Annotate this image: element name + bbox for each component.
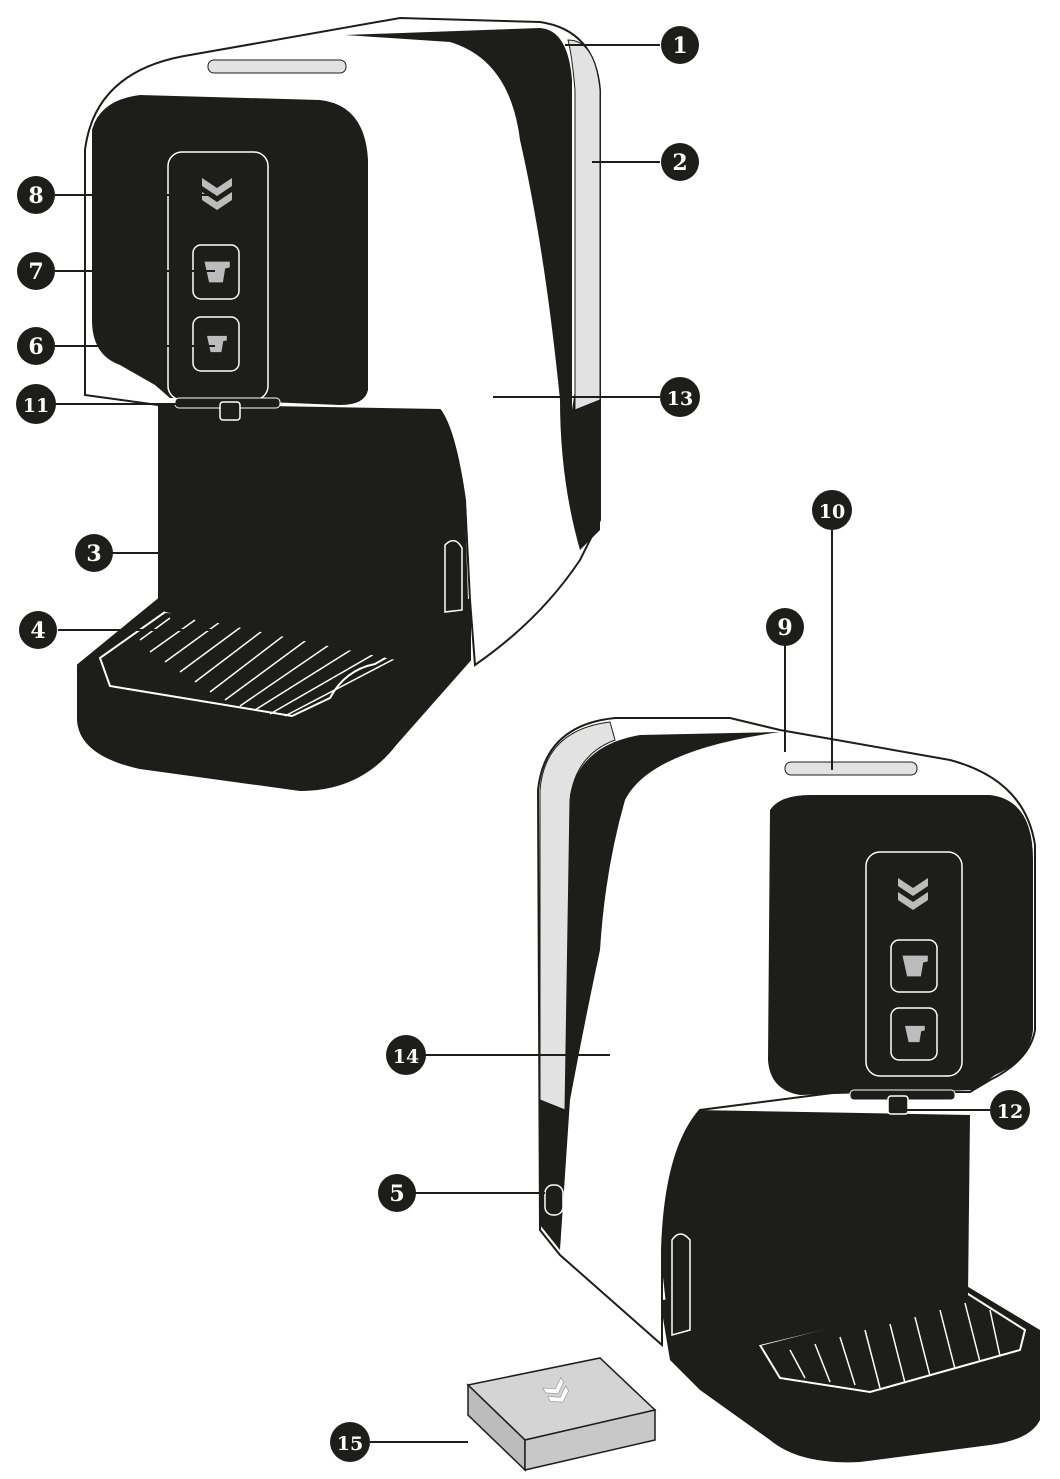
callout-6: 6 bbox=[17, 327, 55, 365]
callout-label: 4 bbox=[30, 618, 45, 644]
capsule-cover bbox=[466, 1357, 657, 1472]
callout-label: 5 bbox=[389, 1181, 404, 1207]
lower-body bbox=[660, 1110, 970, 1350]
callout-12: 12 bbox=[990, 1090, 1030, 1130]
callout-label: 3 bbox=[86, 541, 101, 567]
top-slot bbox=[207, 59, 347, 74]
drip-tray-slats bbox=[789, 1302, 1001, 1389]
callout-7: 7 bbox=[17, 252, 55, 290]
callout-label: 6 bbox=[28, 334, 43, 360]
power-switch bbox=[544, 1184, 564, 1216]
button-strip bbox=[865, 851, 963, 1077]
callout-label: 14 bbox=[393, 1046, 419, 1068]
water-tank-window bbox=[444, 539, 463, 613]
water-tank-window bbox=[671, 1233, 691, 1336]
machine-front-view bbox=[77, 16, 601, 792]
lower-body bbox=[158, 405, 470, 665]
callout-label: 12 bbox=[997, 1101, 1023, 1123]
leader-lines bbox=[55, 44, 990, 1443]
callout-label: 15 bbox=[337, 1433, 363, 1455]
callout-4: 4 bbox=[19, 611, 57, 649]
callout-2: 2 bbox=[661, 143, 699, 181]
coffee-spout bbox=[849, 1089, 956, 1115]
callout-label: 2 bbox=[672, 150, 687, 176]
side-stripe bbox=[345, 28, 600, 550]
top-slot bbox=[784, 761, 918, 776]
callout-5: 5 bbox=[378, 1174, 416, 1212]
callout-label: 8 bbox=[28, 183, 43, 209]
callout-8: 8 bbox=[17, 176, 55, 214]
callout-1: 1 bbox=[661, 26, 699, 64]
callout-3: 3 bbox=[75, 534, 113, 572]
callout-label: 13 bbox=[667, 388, 693, 410]
side-stripe bbox=[540, 732, 780, 1250]
callout-13: 13 bbox=[660, 377, 700, 417]
machine-rear-view bbox=[536, 717, 1040, 1463]
callout-label: 10 bbox=[819, 501, 845, 523]
callout-label: 11 bbox=[23, 395, 49, 417]
callout-15: 15 bbox=[330, 1422, 370, 1462]
callout-label: 9 bbox=[777, 615, 792, 641]
callout-14: 14 bbox=[386, 1035, 426, 1075]
callout-label: 1 bbox=[672, 33, 687, 59]
callout-10: 10 bbox=[812, 490, 852, 530]
callout-11: 11 bbox=[16, 384, 56, 424]
callout-9: 9 bbox=[766, 608, 804, 646]
callout-label: 7 bbox=[28, 259, 43, 285]
